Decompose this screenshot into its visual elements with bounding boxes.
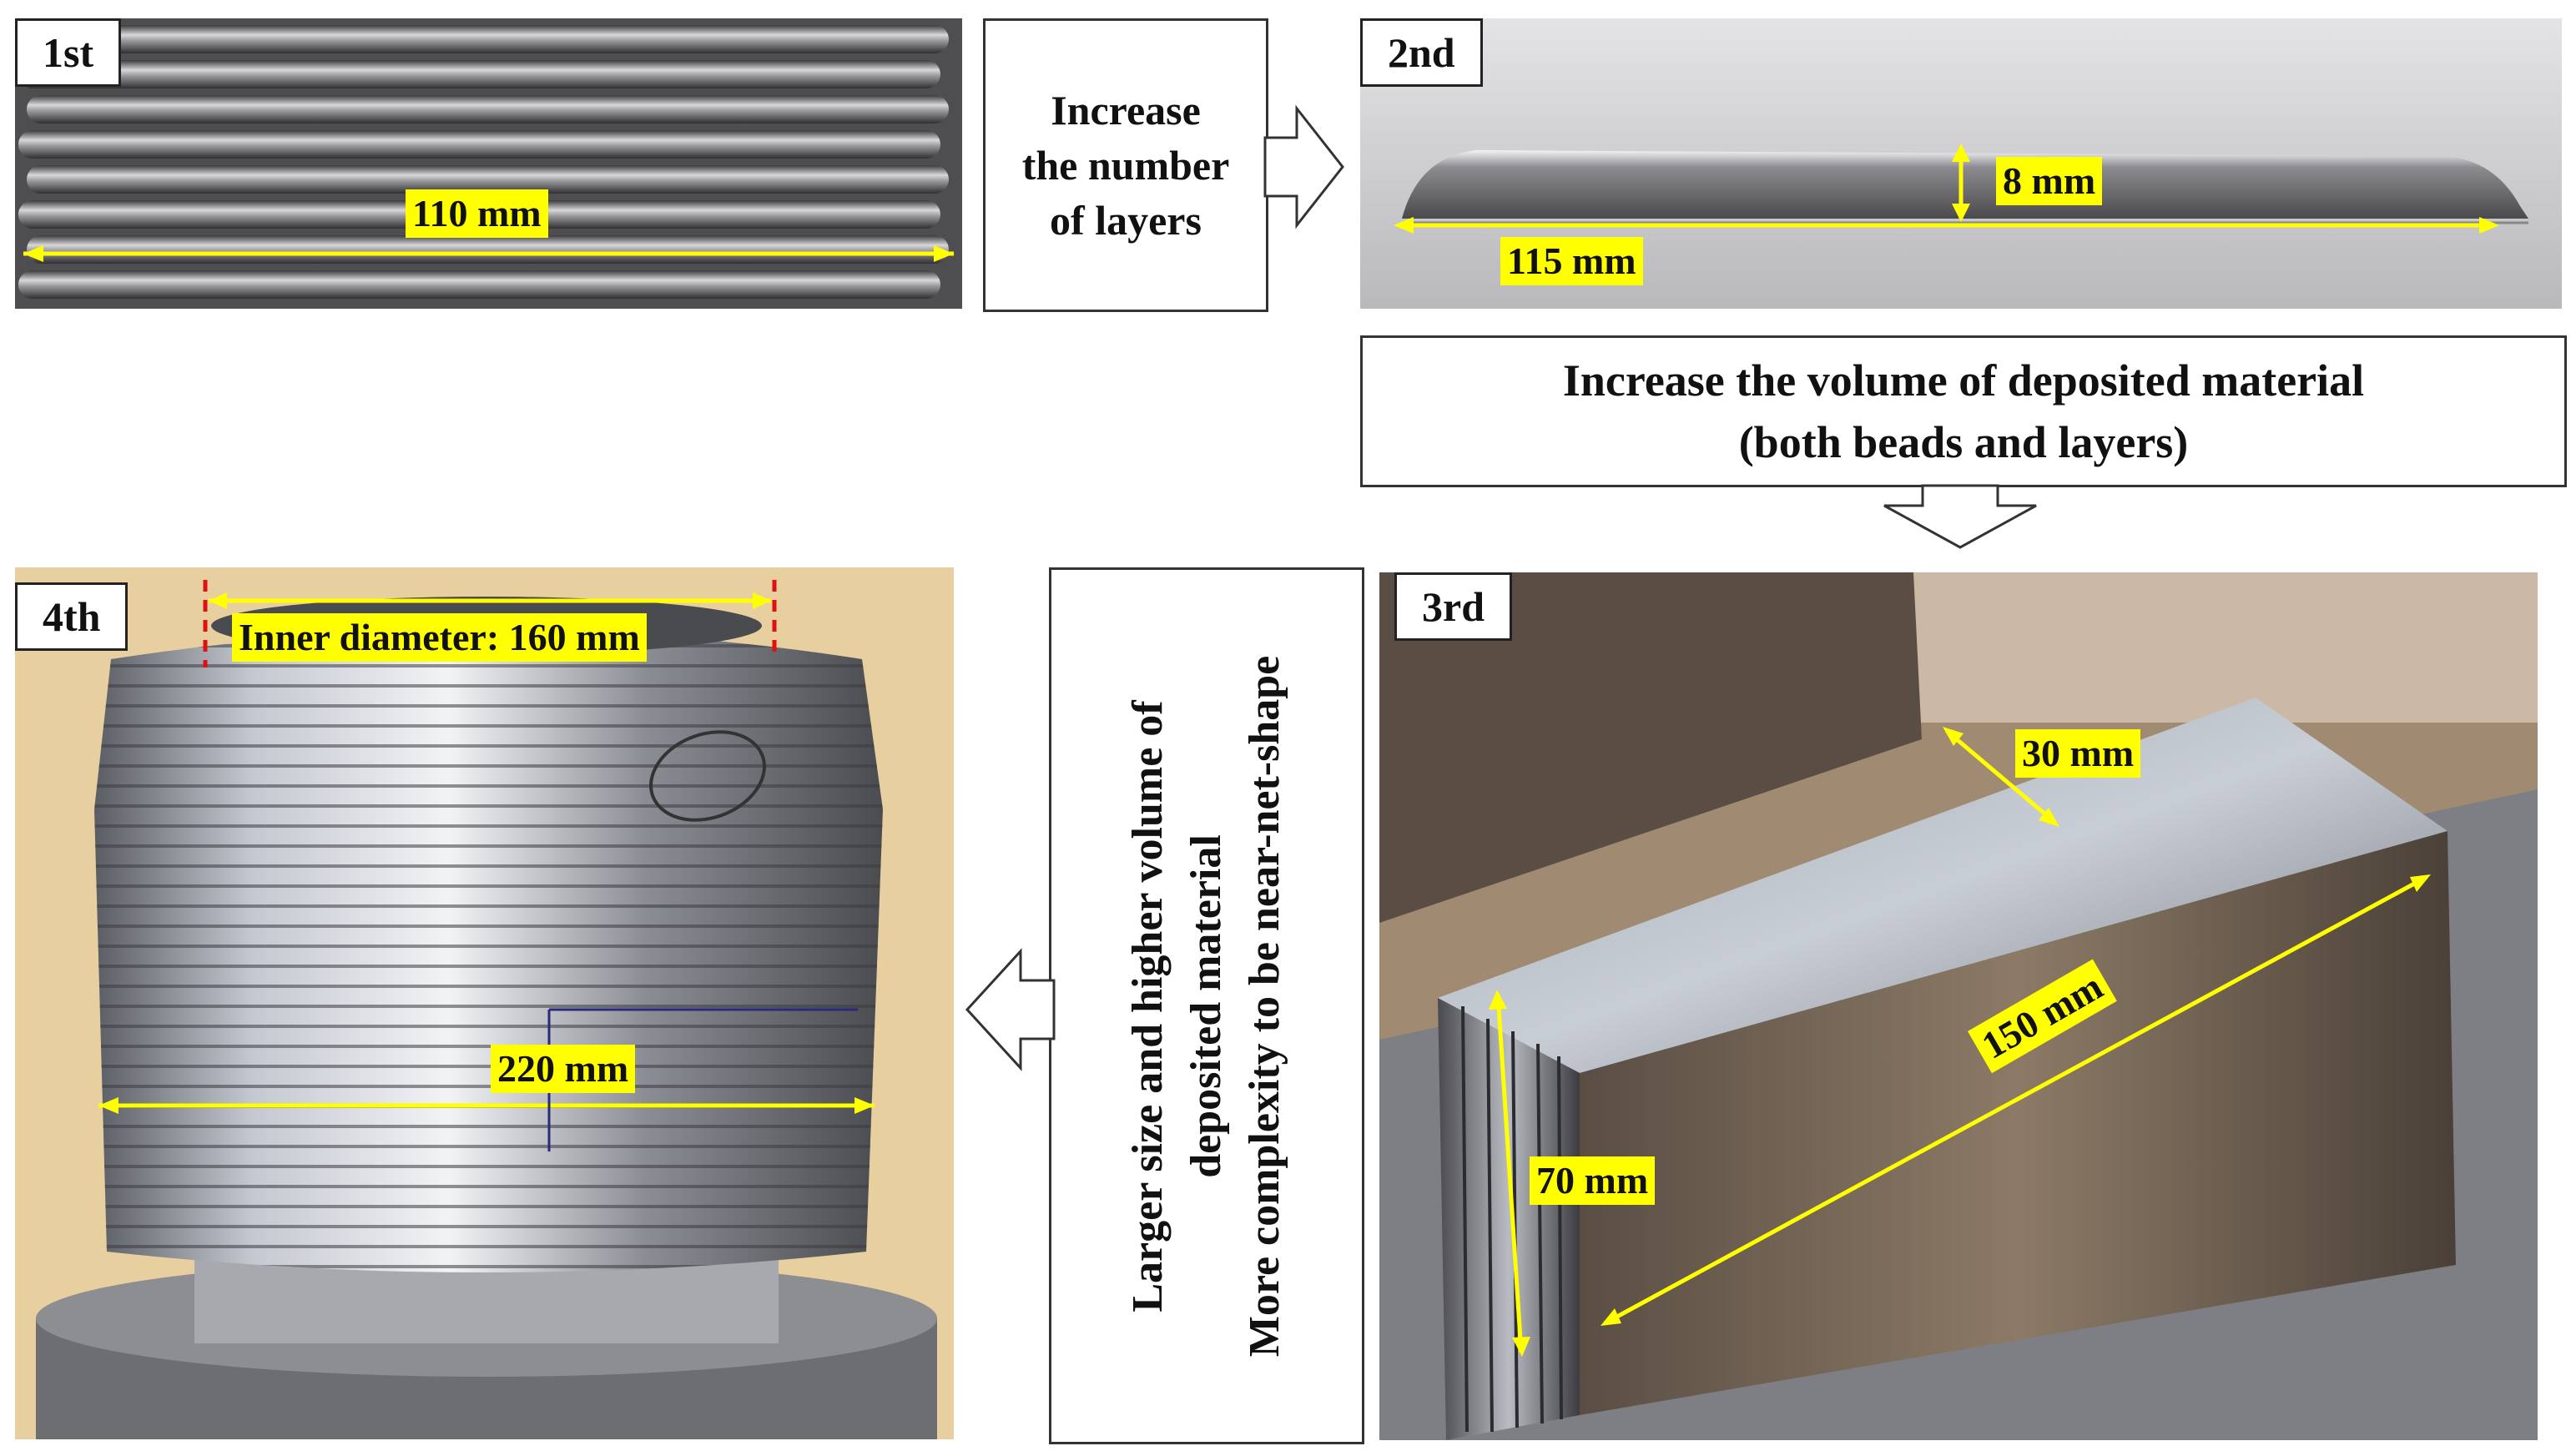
dimension-inner-diameter: Inner diameter: 160 mm — [232, 613, 647, 662]
transition-box-layers: Increase the number of layers — [983, 18, 1268, 312]
weld-bead — [27, 235, 949, 264]
block-build-image — [1379, 572, 2538, 1440]
weld-bead — [27, 95, 949, 123]
cylinder-build-image — [15, 567, 954, 1439]
transition-line: Increase the volume of deposited materia… — [1562, 355, 2365, 406]
transition-box-volume: Increase the volume of deposited materia… — [1360, 335, 2567, 487]
weld-bead — [18, 130, 940, 159]
dimension-8mm: 8 mm — [1996, 157, 2103, 205]
stage-label-1st: 1st — [15, 18, 122, 87]
dimension-30mm: 30 mm — [2015, 729, 2141, 778]
transition-line: Larger size and higher volume of — [1124, 699, 1172, 1312]
panel-3rd: 3rd 30 mm 150 mm 70 mm — [1379, 572, 2538, 1440]
weld-bead — [27, 165, 949, 194]
dimension-70mm: 70 mm — [1530, 1156, 1656, 1205]
dimension-115mm: 115 mm — [1500, 237, 1643, 285]
weld-bead — [27, 25, 949, 53]
stage-label-3rd: 3rd — [1394, 572, 1512, 641]
weld-beads-image — [15, 18, 962, 309]
stage-label-2nd: 2nd — [1360, 18, 1483, 87]
weld-bead — [18, 270, 940, 299]
transition-line: deposited material — [1182, 834, 1231, 1178]
transition-box-size: Larger size and higher volume of deposit… — [1049, 567, 1364, 1444]
panel-1st: 1st 110 mm — [15, 18, 962, 309]
dimension-220mm: 220 mm — [491, 1045, 636, 1093]
stage-label-4th: 4th — [15, 582, 129, 651]
transition-line: More complexity to be near-net-shape — [1241, 655, 1289, 1357]
transition-line: (both beads and layers) — [1738, 417, 2189, 467]
panel-4th: 4th Inner diameter: 160 mm 220 mm — [15, 567, 954, 1439]
panel-2nd: 2nd 8 mm 115 mm — [1360, 18, 2562, 309]
dimension-110mm: 110 mm — [406, 189, 548, 238]
transition-line: of layers — [1050, 197, 1202, 244]
transition-line: the number — [1021, 142, 1230, 189]
arrow-left-icon — [965, 948, 1056, 1071]
arrow-down-icon — [1883, 484, 2037, 549]
arrow-right-icon — [1263, 104, 1344, 229]
transition-line: Increase — [1051, 87, 1201, 134]
weld-bead — [18, 60, 940, 88]
